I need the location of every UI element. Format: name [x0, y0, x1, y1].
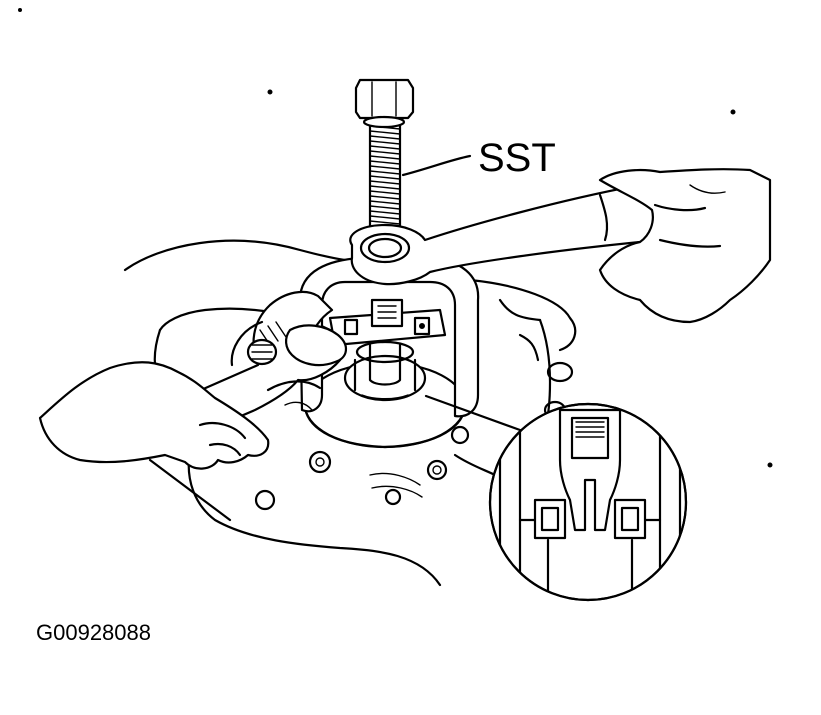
detail-knurl: [575, 421, 605, 438]
bolt-thread: [369, 140, 401, 145]
right-hand: [598, 168, 772, 324]
puller-claws: [328, 298, 447, 347]
bolt-thread: [369, 200, 401, 205]
bearing-assembly: [343, 340, 427, 402]
bolt-thread: [369, 170, 401, 175]
bolt-thread: [369, 205, 401, 210]
bolt-thread: [369, 155, 401, 160]
bolt-thread: [369, 175, 401, 180]
sst-callout-label: SST: [478, 136, 556, 180]
bolt-thread: [369, 220, 401, 225]
left-hand: [38, 324, 347, 470]
figure-code: G00928088: [36, 620, 151, 645]
bolt-thread: [369, 145, 401, 150]
bolt-thread: [369, 180, 401, 185]
bolt-thread: [369, 165, 401, 170]
detail-pointer-line: [424, 394, 522, 432]
bolt-thread: [369, 130, 401, 135]
bolt-thread: [369, 210, 401, 215]
bolt-thread: [369, 160, 401, 165]
bolt-thread: [369, 135, 401, 140]
bolt-thread: [369, 190, 401, 195]
bolt-thread: [369, 185, 401, 190]
bolt-thread: [369, 215, 401, 220]
sst-leader-line: [401, 154, 472, 177]
detail-magnified-view: [488, 402, 688, 602]
bolt-thread: [369, 150, 401, 155]
bolt-thread: [369, 195, 401, 200]
ink-specks: [18, 8, 773, 468]
